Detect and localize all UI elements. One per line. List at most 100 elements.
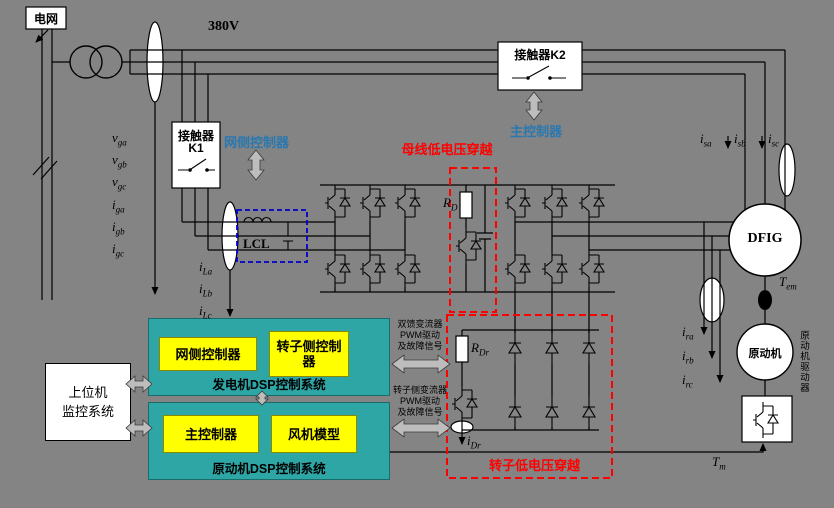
generator-dsp-box: 网侧控制器 转子侧控制器 发电机DSP控制系统 [148, 318, 390, 396]
drivetrain-wiring [390, 276, 767, 453]
grid-sensor [146, 21, 164, 103]
lcl-label: LCL [243, 236, 270, 251]
grid-label: 电网 [33, 12, 58, 26]
bus-lvrt-label: 母线低电压穿越 [401, 142, 493, 157]
host-label-line1: 上位机 [68, 385, 108, 400]
host-label-line2: 监控系统 [61, 404, 114, 419]
rotor-sensor [699, 277, 725, 323]
main-controller-top-label: 主控制器 [509, 124, 562, 139]
sub: em [786, 281, 797, 292]
prime-mover-label: 原动机 [748, 348, 782, 360]
lcl-sensor [221, 201, 239, 271]
caption-line: 双馈变流器 [397, 319, 443, 329]
dsp1-converter-arrow [391, 354, 451, 374]
rd-label: RD [443, 196, 457, 215]
dsp2-crowbar-arrow [391, 418, 451, 438]
igbt-icon [394, 250, 421, 288]
rdr-resistor [455, 335, 469, 363]
chopper-igbt-icon [455, 227, 482, 265]
tem-label: Tem [779, 275, 797, 294]
host-monitor-box: 上位机 监控系统 [45, 363, 131, 441]
crowbar-sensor [450, 420, 474, 434]
sub: rb [685, 355, 694, 366]
igbt-icon [578, 250, 605, 288]
igbt-icon [541, 250, 568, 288]
drive-box [741, 395, 793, 443]
sub: gc [115, 248, 125, 259]
base: i [199, 303, 203, 318]
signal-label-vgb: vgb [112, 153, 127, 172]
signal-label-igc: igc [112, 242, 124, 261]
stator-sensor [778, 143, 796, 197]
caption-line: 及故障信号 [397, 341, 443, 351]
converter-wiring [320, 184, 615, 333]
signal-label-vgc: vgc [112, 175, 126, 194]
rotor-side-controller-box: 转子侧控制器 [269, 331, 349, 377]
voltage-380-label: 380V [208, 19, 240, 34]
crowbar-igbt-icon [451, 385, 478, 423]
sub: Lb [202, 288, 213, 299]
igbt-icon [324, 184, 351, 222]
bus-lvrt-outline [449, 167, 497, 313]
signal-label-isa: isa [700, 132, 712, 151]
inductor-icon [243, 216, 272, 223]
sub: rc [685, 379, 693, 390]
rdr-label: RDr [471, 341, 489, 360]
signal-label-irc: irc [682, 373, 693, 392]
signal-label-vga: vga [112, 131, 127, 150]
capacitor-icon [281, 222, 295, 250]
signal-label-ilc: iLc [199, 304, 212, 323]
diode-icon [508, 332, 522, 364]
caption-line: PWM驱动 [400, 330, 440, 340]
igbt-icon [324, 250, 351, 288]
main-controller-label: 主控制器 [184, 426, 237, 442]
crowbar-diode-bridge [508, 332, 596, 428]
rotor-side-converter [504, 184, 605, 288]
diode-icon [545, 396, 559, 428]
caption-line: 及故障信号 [397, 407, 443, 417]
signal-label-isb: isb [734, 132, 746, 151]
sub: gc [117, 181, 127, 192]
k2-label: 接触器K2 [514, 48, 566, 62]
caption-line: 转子侧变流器 [392, 385, 447, 395]
igbt-icon [541, 184, 568, 222]
signal-label-ila: iLa [199, 260, 212, 279]
diode-icon [582, 332, 596, 364]
sub: sb [737, 138, 746, 149]
igbt-icon [394, 184, 421, 222]
diode-icon [582, 396, 596, 428]
sub: ga [115, 204, 125, 215]
signal-label-ilb: iLb [199, 282, 212, 301]
grid-side-controller-box: 网侧控制器 [159, 337, 257, 371]
rd-resistor [459, 191, 473, 219]
base: R [443, 195, 451, 210]
base: i [682, 324, 686, 339]
sub: ra [685, 331, 694, 342]
main-controller-k2-arrow [525, 91, 543, 121]
base: T [712, 454, 720, 469]
diode-icon [545, 332, 559, 364]
drive-label: 原动机驱动器 [798, 330, 809, 393]
fan-model-box: 风机模型 [271, 415, 357, 453]
igbt-icon [359, 250, 386, 288]
prime-mover-dsp-box: 主控制器 风机模型 原动机DSP控制系统 [148, 402, 390, 480]
signal-label-iga: iga [112, 198, 125, 217]
sub: Dr [478, 347, 489, 358]
sub: ga [117, 137, 127, 148]
shaft-coupling [758, 290, 772, 310]
dc-chopper-wiring [465, 185, 493, 292]
diode-icon [508, 396, 522, 428]
grid-controller-top-label: 网侧控制器 [224, 135, 290, 150]
sub: m [719, 461, 726, 472]
dfig-label: DFIG [747, 231, 783, 246]
signal-label-ira: ira [682, 325, 694, 344]
tm-label: Tm [712, 455, 726, 474]
sub: Lc [202, 310, 212, 321]
grid-side-controller-label: 网侧控制器 [175, 346, 241, 362]
igbt-icon [578, 184, 605, 222]
drive-igbt-icon [752, 401, 779, 439]
sub: Dr [470, 440, 481, 451]
signal-label-isc: isc [768, 132, 779, 151]
grid-wiring [32, 29, 786, 300]
k1-switch-icon [178, 158, 215, 172]
